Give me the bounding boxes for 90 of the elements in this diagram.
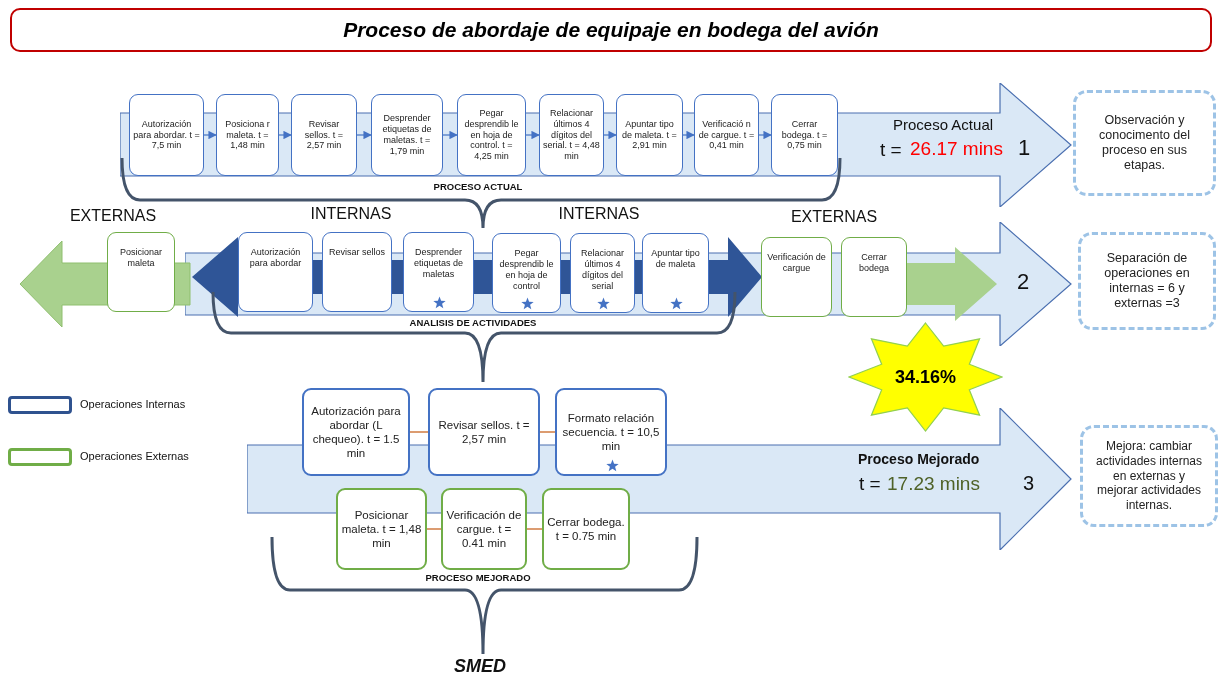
process-box: [371, 94, 443, 176]
step-text: Apuntar tipo de maleta. t = 2,91 min: [621, 118, 678, 152]
step-text: Revisar sellos. t = 2,57 min: [437, 418, 531, 446]
note-text: Mejora: cambiar actividades internas en externas y mejorar actividades internas.: [1094, 439, 1204, 513]
connector-line: [539, 431, 556, 433]
legend-label: Operaciones Externas: [80, 450, 189, 462]
step-text: Revisar sellos. t = 2,57 min: [303, 118, 345, 152]
process-box: [492, 233, 561, 313]
arrow-text: 17.23 mins: [887, 473, 980, 495]
process-box: [841, 237, 907, 317]
process-box: [302, 388, 410, 476]
process-box: [771, 94, 838, 176]
step-text: Posiciona r maleta. t = 1,48 min: [224, 118, 271, 152]
step-text: Cerrar bodega: [857, 252, 890, 274]
arrow: [203, 130, 217, 140]
note-text: Observación y conocimento del proceso en sus etapas.: [1098, 112, 1191, 174]
process-box: [428, 388, 540, 476]
step-text: Cerrar bodega. t = 0,75 min: [780, 118, 829, 152]
process-box: [441, 488, 527, 570]
step-text: Verificació n de cargue. t = 0,41 min: [698, 118, 755, 152]
step-text: Pegar desprendib le en hoja de control. t = 4,25 min: [463, 107, 520, 163]
process-box: [129, 94, 204, 176]
process-box: [336, 488, 427, 570]
section-label: ANALISIS DE ACTIVIDADES: [409, 317, 537, 328]
step-text: Cerrar bodega. t = 0.75 min: [547, 515, 625, 543]
arrow: [442, 130, 458, 140]
connector-line: [409, 431, 429, 433]
step-text: Revisar sellos: [329, 247, 385, 258]
step-text: Pegar desprendib le en hoja de control: [498, 248, 555, 292]
star-burst: [848, 322, 1003, 432]
process-arrow: [185, 222, 1072, 346]
process-box: [642, 233, 709, 313]
process-box: [291, 94, 357, 176]
connector-line: [426, 528, 442, 530]
process-arrow: [120, 83, 1072, 207]
connector-line: [526, 528, 543, 530]
step-text: Desprender etiquetas de maletas. t = 1,79 min: [381, 113, 433, 157]
step-text: Posicionar maleta. t = 1,48 min: [341, 507, 422, 550]
arrow-text: Proceso Mejorado: [858, 451, 980, 467]
section-label: PROCESO ACTUAL: [433, 181, 523, 192]
process-box: [694, 94, 759, 176]
process-box: [555, 388, 667, 476]
arrow-text: 1: [1018, 135, 1031, 161]
percentage-text: 34.16%: [894, 366, 957, 388]
section-label: INTERNAS: [310, 205, 392, 223]
step-text: Relacionar últimos 4 dígitos del serial: [580, 248, 625, 292]
arrow: [356, 130, 372, 140]
process-box: [238, 232, 313, 312]
step-text: Apuntar tipo de maleta: [650, 248, 701, 270]
process-box: [761, 237, 832, 317]
arrow-text: 2: [1017, 269, 1030, 295]
step-text: Autorización para abordar. t = 7,5 min: [133, 118, 200, 152]
step-text: Verificación de cargue. t = 0.41 min: [446, 507, 522, 550]
arrow: [682, 130, 695, 140]
arrow-text: 3: [1023, 472, 1035, 495]
process-box: [216, 94, 279, 176]
process-box: [457, 94, 526, 176]
step-text: Verificación de cargue: [766, 252, 827, 274]
section-label: EXTERNAS: [790, 208, 878, 226]
step-text: Formato relación secuencia. t = 10,5 min: [561, 410, 661, 453]
arrow: [278, 130, 292, 140]
section-label: INTERNAS: [558, 205, 640, 223]
title: Proceso de abordaje de equipaje en bodega del avión: [10, 8, 1212, 52]
step-text: Autorización para abordar (L chequeo). t = 1.5 min: [310, 403, 402, 461]
arrow-text: t =: [859, 473, 881, 495]
section-label: EXTERNAS: [69, 207, 157, 225]
arrow: [758, 130, 772, 140]
step-text: Posicionar maleta: [119, 247, 163, 269]
process-box: [403, 232, 474, 312]
section-label: PROCESO MEJORADO: [425, 572, 531, 583]
note-box: [1073, 90, 1216, 196]
step-text: Autorización para abordar: [248, 247, 303, 269]
note-box: [1080, 425, 1218, 527]
process-box: [542, 488, 630, 570]
process-box: [322, 232, 392, 312]
arrow-text: 26.17 mins: [910, 138, 1003, 160]
arrow: [525, 130, 540, 140]
arrow: [603, 130, 617, 140]
process-box: [107, 232, 175, 312]
process-box: [539, 94, 604, 176]
step-text: Relacionar últimos 4 dígitos del serial. t = 4,48 min: [543, 107, 600, 163]
process-box: [570, 233, 635, 313]
process-box: [616, 94, 683, 176]
arrow-text: t =: [880, 139, 902, 161]
note-box: [1078, 232, 1216, 330]
legend-label: Operaciones Internas: [80, 398, 186, 410]
arrow-text: Proceso Actual: [893, 116, 994, 133]
note-text: Separación de operaciones en internas = 6 y externas =3: [1103, 250, 1191, 312]
footer-title: SMED: [454, 656, 506, 677]
step-text: Desprender etiquetas de maletas: [412, 247, 464, 280]
